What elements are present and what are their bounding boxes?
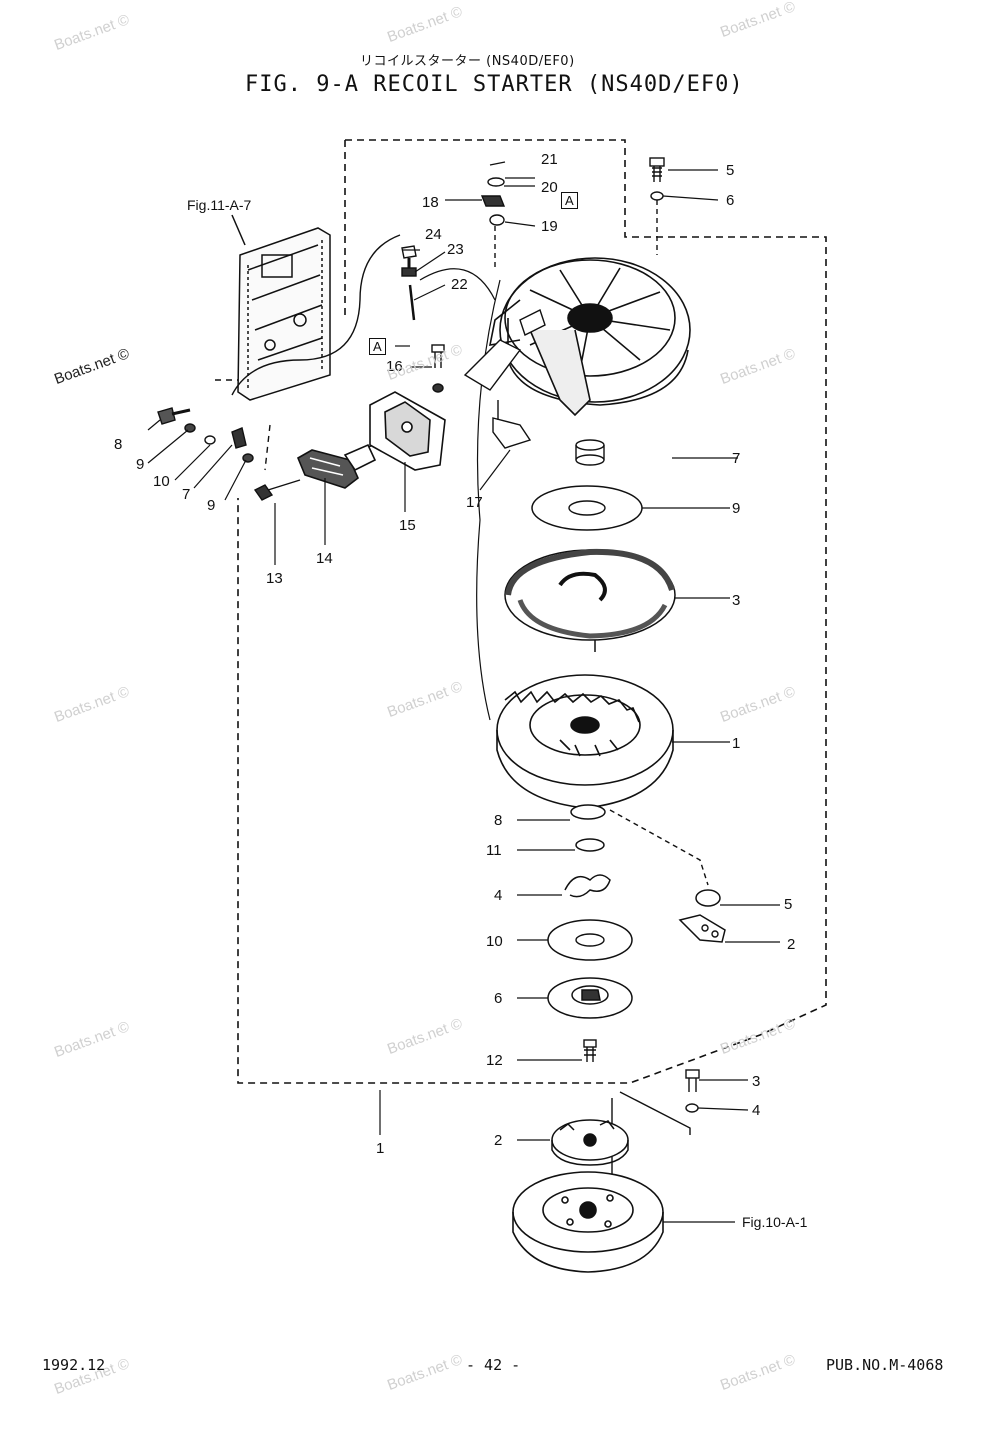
callout-7-left: 7 <box>182 486 191 503</box>
starter-handle <box>296 443 377 489</box>
callout-10-left: 10 <box>153 473 170 490</box>
callout-14: 14 <box>316 550 333 567</box>
collar-7 <box>575 439 605 466</box>
callout-12: 12 <box>486 1052 503 1069</box>
cable-end <box>253 484 274 501</box>
driven-plate-2 <box>551 1119 629 1166</box>
footer-page-number: - 42 - <box>466 1356 521 1374</box>
left-bolts <box>157 407 254 463</box>
engine-bracket <box>231 214 331 401</box>
callout-6-top: 6 <box>726 192 735 209</box>
screw-12 <box>583 1039 597 1062</box>
callout-8-left: 8 <box>114 436 123 453</box>
callout-9-left-a: 9 <box>136 456 145 473</box>
plate-6 <box>547 977 633 1019</box>
assembly-boundary <box>237 139 827 1084</box>
ref-fig10: Fig.10-A-1 <box>742 1214 808 1230</box>
callout-23: 23 <box>447 241 464 258</box>
callout-1-bottom: 1 <box>376 1140 385 1157</box>
callout-18: 18 <box>422 194 439 211</box>
callout-7: 7 <box>732 450 741 467</box>
callout-4-bottom: 4 <box>752 1102 761 1119</box>
callout-21: 21 <box>541 151 558 168</box>
callout-17: 17 <box>466 494 483 511</box>
bottom-bolt <box>685 1069 700 1113</box>
lever-arm <box>463 339 522 391</box>
top-bolt <box>649 157 665 255</box>
callout-13: 13 <box>266 570 283 587</box>
japanese-title: リコイルスターター (NS40D/EF0) <box>360 54 575 69</box>
callout-3: 3 <box>732 592 741 609</box>
callout-8: 8 <box>494 812 503 829</box>
callout-9-left-b: 9 <box>207 497 216 514</box>
callout-5-top: 5 <box>726 162 735 179</box>
flywheel <box>512 1171 664 1273</box>
pin-17 <box>492 417 532 449</box>
rope-reel-1 <box>496 674 674 809</box>
boundary-link-lower <box>619 1091 691 1135</box>
leader-lines <box>147 169 780 1223</box>
clip-4 <box>564 874 611 898</box>
callout-10: 10 <box>486 933 503 950</box>
ring-11 <box>575 838 605 852</box>
ref-fig11: Fig.11-A-7 <box>187 197 252 213</box>
callout-19: 19 <box>541 218 558 235</box>
callout-16: 16 <box>386 358 403 375</box>
callout-2-bottom: 2 <box>494 1132 503 1149</box>
marker-a-left: A <box>369 338 386 355</box>
spiral-spring-3 <box>504 548 676 652</box>
footer-date: 1992.12 <box>42 1356 106 1374</box>
callout-20: 20 <box>541 179 558 196</box>
pawl-spring-5 <box>695 889 721 907</box>
callout-15: 15 <box>399 517 416 534</box>
figure-title: FIG. 9-A RECOIL STARTER (NS40D/EF0) <box>245 72 744 97</box>
ring-8 <box>570 804 606 820</box>
callout-9: 9 <box>732 500 741 517</box>
callout-3-bottom: 3 <box>752 1073 761 1090</box>
top-small-parts <box>480 161 506 270</box>
callout-22: 22 <box>451 276 468 293</box>
bolt-16 <box>431 344 445 393</box>
starter-cable <box>231 234 401 396</box>
callout-24: 24 <box>425 226 442 243</box>
callout-5: 5 <box>784 896 793 913</box>
marker-a-top: A <box>561 192 578 209</box>
rope-guide <box>369 391 446 471</box>
callout-6: 6 <box>494 990 503 1007</box>
callout-11: 11 <box>486 842 502 859</box>
starter-rope <box>476 279 501 721</box>
starter-case <box>488 257 691 417</box>
callout-1: 1 <box>732 735 741 752</box>
callout-4: 4 <box>494 887 503 904</box>
footer-publication-number: PUB.NO.M-4068 <box>826 1356 944 1374</box>
callout-2: 2 <box>787 936 796 953</box>
cable-clamp-parts <box>401 245 496 321</box>
